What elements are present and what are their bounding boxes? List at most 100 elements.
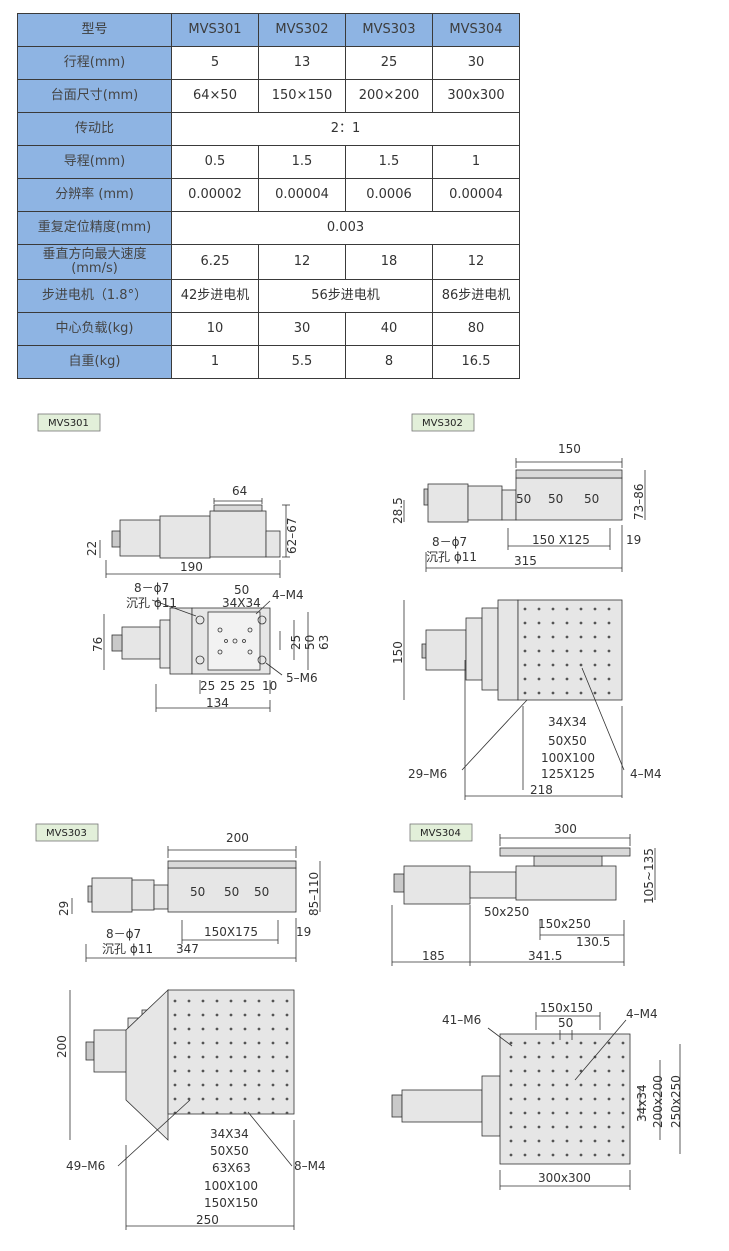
mvs303-tag [35, 823, 99, 842]
mvs301-pitch: 50 [234, 583, 249, 597]
mvs301-top-view [103, 599, 309, 712]
mvs304-sq2: 50 [558, 1016, 573, 1030]
mvs304-dim-top: 300 [554, 822, 577, 836]
row-label: 传动比 [17, 112, 172, 146]
mvs303-base: 29 [57, 901, 71, 916]
mvs302-height: 73–86 [632, 483, 646, 520]
mvs302-sq1: 34X34 [548, 715, 587, 729]
mvs302-tag [411, 413, 475, 432]
mvs301-tap2: 5–M6 [286, 671, 318, 685]
table-row: 重复定位精度(mm) 0.003 [17, 211, 520, 245]
table-row: 行程(mm) 5 13 25 30 [17, 46, 520, 80]
mvs303-p1: 50 [190, 885, 205, 899]
mvs304-tag-label: MVS304 [420, 828, 461, 839]
mvs303-length: 347 [176, 942, 199, 956]
table-cell: 6.25 [171, 244, 259, 280]
table-cell: 200×200 [345, 79, 433, 113]
mvs304-tag [409, 823, 473, 842]
mvs303-sq1: 34X34 [210, 1127, 249, 1141]
mvs302-tag-label: MVS302 [422, 418, 463, 429]
mvs301-tap: 4–M4 [272, 588, 304, 602]
mvs303-p3: 50 [254, 885, 269, 899]
row-label: 中心负载(kg) [17, 312, 172, 346]
table-row: 传动比 2：1 [17, 112, 520, 146]
table-cell: 0.5 [171, 145, 259, 179]
mvs302-tap2: 4–M4 [630, 767, 662, 781]
mvs302-tap1: 29–M6 [408, 767, 447, 781]
table-cell: 1 [432, 145, 520, 179]
mvs303-p2: 50 [224, 885, 239, 899]
table-cell: 40 [345, 312, 433, 346]
mvs302-p2: 50 [548, 492, 563, 506]
mvs302-length: 315 [514, 554, 537, 568]
mvs302-d19: 19 [626, 533, 641, 547]
mvs303-sq5: 150X150 [204, 1196, 258, 1210]
mvs303-drawing [35, 823, 321, 1230]
table-cell: 42步进电机 [171, 279, 259, 313]
header-cell: MVS304 [432, 13, 520, 47]
mvs303-width: 200 [55, 1035, 69, 1058]
mvs304-h2: 200x200 [651, 1075, 665, 1128]
mvs304-drawing [391, 823, 681, 1190]
header-cell: 型号 [17, 13, 172, 47]
row-label: 自重(kg) [17, 345, 172, 379]
mvs301-seg4: 10 [262, 679, 277, 693]
header-cell: MVS302 [258, 13, 346, 47]
table-row: 中心负载(kg) 10 30 40 80 [17, 312, 520, 346]
table-cell: 0.0006 [345, 178, 433, 212]
table-cell: 150×150 [258, 79, 346, 113]
table-cell: 25 [345, 46, 433, 80]
spec-header-row: 型号 MVS301 MVS302 MVS303 MVS304 [17, 13, 520, 47]
table-cell: 0.00004 [432, 178, 520, 212]
mvs304-p1: 50x250 [484, 905, 529, 919]
mvs304-height: 105~135 [642, 848, 656, 904]
table-cell: 16.5 [432, 345, 520, 379]
mvs302-sq4: 125X125 [541, 767, 595, 781]
table-cell: 8 [345, 345, 433, 379]
mvs303-top-view [69, 989, 295, 1230]
mvs302-dim-top: 150 [558, 442, 581, 456]
table-cell: 56步进电机 [258, 279, 433, 313]
mvs301-d50: 50 [303, 635, 317, 650]
row-label: 步进电机（1.8°） [17, 279, 172, 313]
table-cell: 30 [432, 46, 520, 80]
mvs303-d19: 19 [296, 925, 311, 939]
table-cell: 64×50 [171, 79, 259, 113]
mvs303-tap2: 8–M4 [294, 1159, 326, 1173]
mvs303-side-view [71, 846, 321, 962]
table-cell: 1.5 [345, 145, 433, 179]
mvs301-side-view [99, 498, 290, 578]
mvs302-sq2: 50X50 [548, 734, 587, 748]
mvs301-dim-top: 64 [232, 484, 247, 498]
mvs304-sq1: 150x150 [540, 1001, 593, 1015]
table-cell: 5.5 [258, 345, 346, 379]
mvs304-h3: 250x250 [669, 1075, 683, 1128]
table-row: 自重(kg) 1 5.5 8 16.5 [17, 345, 520, 379]
table-cell: 18 [345, 244, 433, 280]
mvs301-dim-height: 62–67 [285, 517, 299, 554]
mvs302-base: 28.5 [391, 497, 405, 524]
drawings-panel: MVS301 64 62–67 22 190 8－ϕ7 沉孔 ϕ11 50 34… [35, 413, 683, 1230]
mvs303-tag-label: MVS303 [46, 828, 87, 839]
mvs304-motor: 185 [422, 949, 445, 963]
table-row: 导程(mm) 0.5 1.5 1.5 1 [17, 145, 520, 179]
mvs304-p2: 150x250 [538, 917, 591, 931]
mvs302-drawing [403, 413, 646, 800]
mvs301-counterbore: 沉孔 ϕ11 [126, 596, 177, 610]
table-cell: 1.5 [258, 145, 346, 179]
mvs302-holes: 8－ϕ7 [432, 535, 467, 549]
mvs301-tag-label: MVS301 [48, 418, 89, 429]
table-cell: 10 [171, 312, 259, 346]
mvs302-p3: 50 [584, 492, 599, 506]
header-cell: MVS301 [171, 13, 259, 47]
mvs301-seg1: 25 [200, 679, 215, 693]
mvs301-drawing [37, 413, 309, 712]
mvs302-top-view [403, 599, 625, 800]
table-row: 分辨率 (mm) 0.00002 0.00004 0.0006 0.00004 [17, 178, 520, 212]
mvs301-square: 34X34 [222, 596, 261, 610]
mvs304-side-view [391, 834, 656, 966]
table-cell: 2：1 [171, 112, 520, 146]
mvs303-counterbore: 沉孔 ϕ11 [102, 942, 153, 956]
mvs301-seg2: 25 [220, 679, 235, 693]
table-row: 垂直方向最大速度(mm/s) 6.25 12 18 12 [17, 244, 520, 280]
